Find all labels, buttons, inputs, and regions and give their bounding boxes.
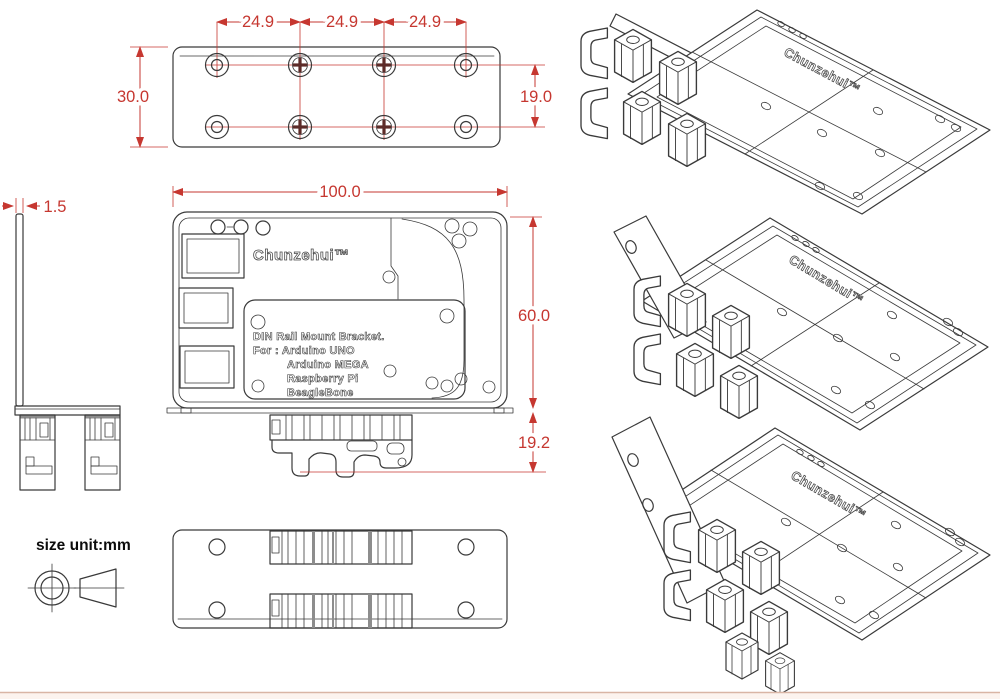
top-view: 24.9 24.9 24.9 30.0 19.0 — [113, 10, 556, 148]
din-rail-clip — [269, 414, 413, 478]
iso2-plate — [641, 217, 989, 431]
dimension-hole-row-gap: 19.0 — [516, 64, 556, 128]
dimension-hole-spacing: 24.9 24.9 24.9 — [216, 10, 467, 35]
dim-spacing-2: 24.9 — [326, 13, 358, 31]
left-cutouts — [178, 233, 245, 389]
dimension-thickness: 1.5 — [2, 195, 70, 220]
dim-width: 100.0 — [319, 183, 360, 201]
mount-holes — [204, 52, 479, 140]
side-clip-right — [84, 414, 121, 491]
dimension-top-height: 30.0 — [113, 46, 168, 148]
dimension-plate-height: 60.0 — [510, 216, 554, 409]
dim-rail-height: 19.2 — [518, 434, 550, 452]
dimension-rail-height: 19.2 — [300, 412, 554, 473]
clip-rib-band-top — [269, 530, 413, 565]
footer-divider — [0, 691, 1000, 699]
iso1-clips — [580, 27, 707, 168]
panel-note-line-2: For : Arduino UNO — [253, 345, 355, 357]
units-note-block: size unit:mm — [27, 537, 131, 613]
iso-view-3: Chunzehui™ — [611, 416, 991, 695]
panel-note-line-5: BeagleBone — [287, 387, 354, 399]
iso-view-2: Chunzehui™ — [613, 215, 989, 431]
dim-spacing-3: 24.9 — [409, 13, 441, 31]
panel-note-line-1: DIN Rail Mount Bracket. — [253, 331, 385, 343]
dim-row-gap: 19.0 — [520, 88, 552, 106]
iso-view-1: Chunzehui™ — [580, 9, 991, 215]
label-panel: DIN Rail Mount Bracket. For : Arduino UN… — [243, 299, 466, 400]
front-view: DIN Rail Mount Bracket. For : Arduino UN… — [166, 180, 554, 478]
dimension-width: 100.0 — [172, 180, 508, 207]
side-view: 1.5 — [2, 195, 121, 491]
dim-plate-height: 60.0 — [518, 307, 550, 325]
phillips-screws — [287, 52, 397, 140]
bottom-view — [172, 529, 508, 629]
panel-note-line-4: Raspberry Pi — [287, 373, 358, 385]
projection-symbol-icon — [27, 563, 125, 613]
units-label: size unit:mm — [36, 537, 131, 554]
brand-text-front: Chunzehui™ — [253, 247, 350, 264]
panel-note-line-3: Arduino MEGA — [287, 359, 369, 371]
dim-spacing-1: 24.9 — [242, 13, 274, 31]
dim-thickness: 1.5 — [44, 198, 67, 216]
dim-top-height: 30.0 — [117, 88, 149, 106]
clip-rib-band-bottom — [269, 593, 413, 629]
side-clip-left — [19, 414, 56, 491]
